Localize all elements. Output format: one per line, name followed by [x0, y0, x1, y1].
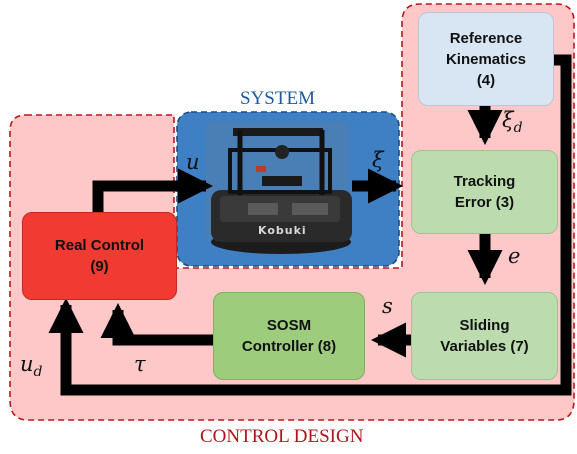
sliding-variables-label-1: Sliding [459, 317, 510, 334]
real-control-label-1: Real Control [54, 237, 145, 254]
sliding-variables-label-2: Variables (7) [440, 338, 529, 355]
sliding-variables-block: Sliding Variables (7) [411, 292, 558, 380]
signal-u-d-subscript: d [33, 364, 43, 381]
signal-tau-label: τ [134, 352, 146, 376]
robot-brand-label: Kobuki [258, 224, 307, 237]
reference-kinematics-label-1: Reference [449, 29, 523, 47]
signal-xi-d-label: ξd [502, 108, 523, 136]
signal-e-label: e [508, 244, 521, 268]
real-control-block: Real Control (9) [22, 212, 177, 300]
signal-xi-d-subscript: d [513, 120, 523, 137]
signal-u-d-label: ud [20, 352, 43, 380]
reference-kinematics-label-2: Kinematics [445, 50, 527, 68]
tracking-error-block: Tracking Error (3) [411, 150, 558, 234]
signal-u-label: u [186, 150, 200, 174]
sosm-controller-label-2: Controller (8) [241, 338, 337, 355]
system-title: SYSTEM [240, 88, 315, 109]
kobuki-robot-image [206, 122, 352, 254]
signal-xi-label: ξ [372, 148, 384, 172]
reference-kinematics-block: Reference Kinematics (4) [418, 12, 554, 106]
reference-kinematics-label-3: (4) [476, 71, 496, 89]
sosm-controller-label-1: SOSM [266, 317, 312, 334]
real-control-label-2: (9) [90, 258, 109, 275]
tracking-error-label-1: Tracking [453, 173, 516, 190]
signal-s-label: s [382, 294, 393, 318]
tracking-error-label-2: Error (3) [454, 194, 515, 211]
control-design-title: CONTROL DESIGN [200, 426, 364, 447]
signal-xi-d-base: ξ [502, 108, 514, 132]
signal-u-d-base: u [20, 352, 34, 376]
sosm-controller-block: SOSM Controller (8) [213, 292, 365, 380]
